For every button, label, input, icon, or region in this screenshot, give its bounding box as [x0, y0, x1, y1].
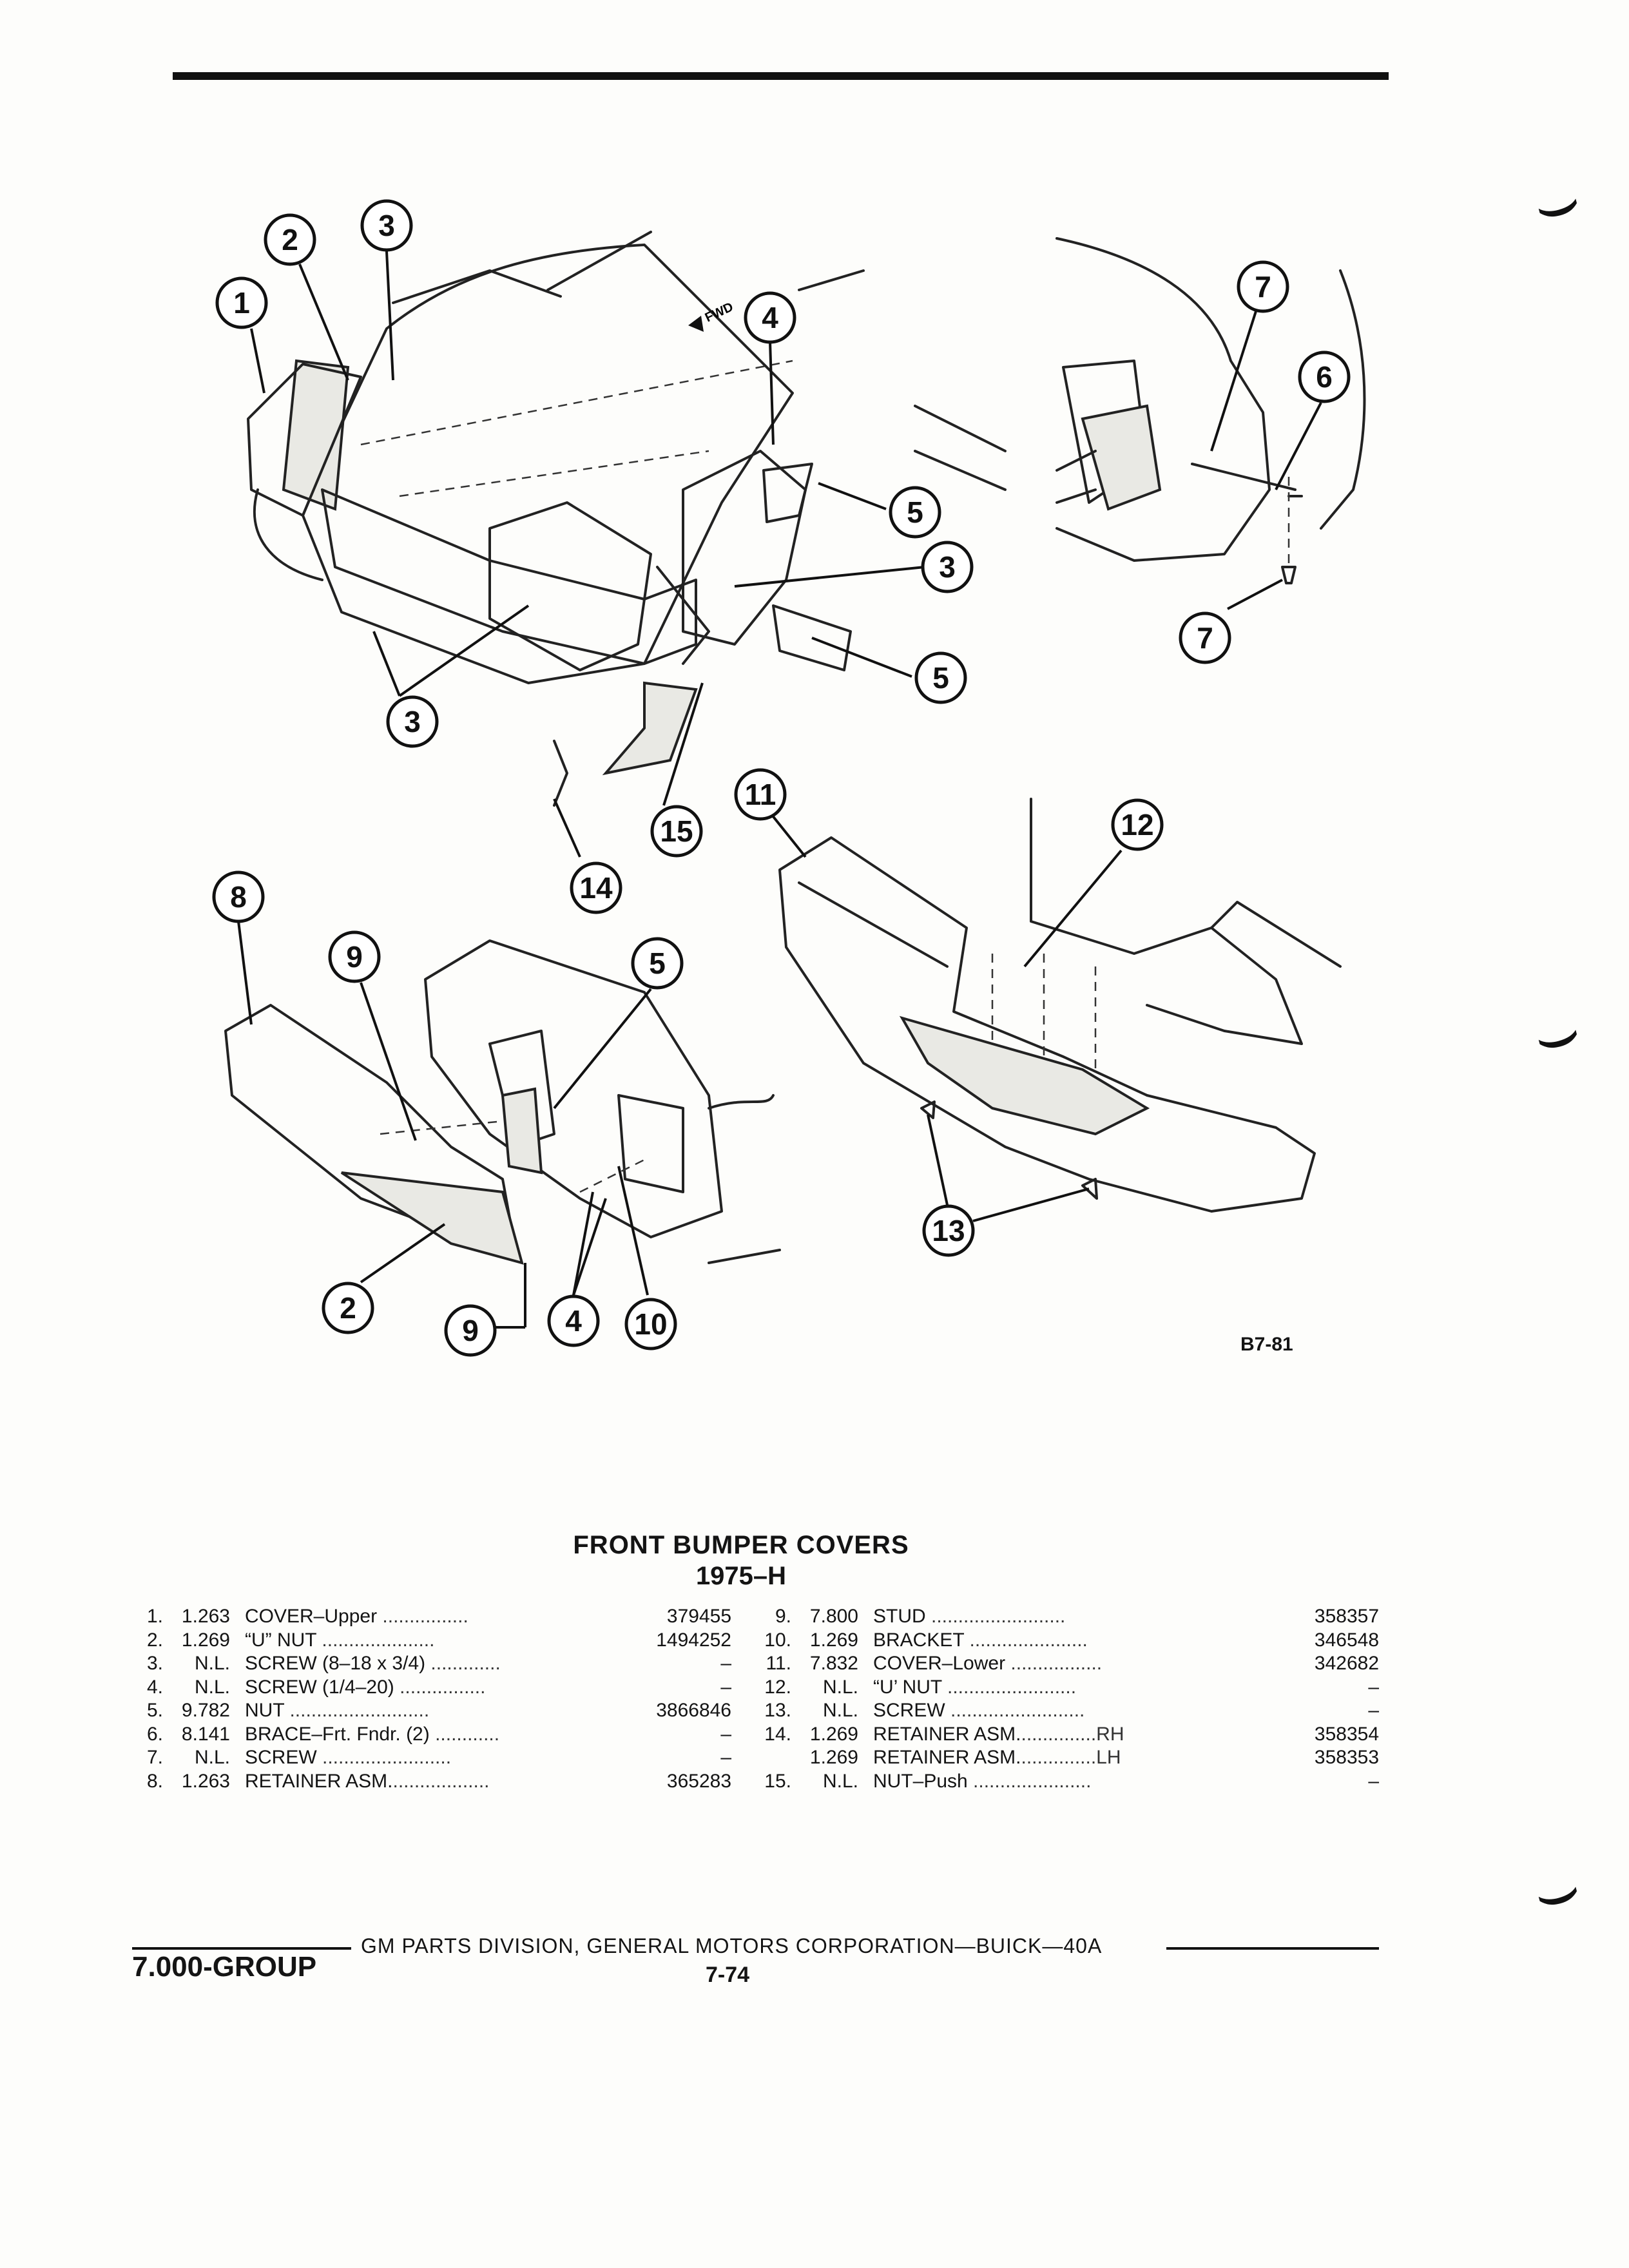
svg-text:4: 4 [565, 1304, 582, 1338]
callout-13: 13 [922, 1204, 975, 1257]
callout-12: 12 [1111, 798, 1164, 851]
svg-text:2: 2 [340, 1291, 356, 1325]
footer-text: GM PARTS DIVISION, GENERAL MOTORS CORPOR… [361, 1934, 1103, 1957]
svg-text:6: 6 [1316, 360, 1333, 394]
svg-text:8: 8 [230, 880, 247, 914]
part-row: 13.N.L.SCREW .........................– [764, 1700, 1379, 1721]
svg-text:2: 2 [282, 223, 298, 256]
callout-9: 9 [328, 930, 381, 983]
part-row: 7.N.L.SCREW ........................– [146, 1747, 731, 1768]
svg-text:5: 5 [649, 947, 666, 980]
fwd-arrow: FWD [688, 300, 735, 332]
part-row: 2.1.269“U” NUT .....................1494… [146, 1629, 731, 1651]
svg-text:4: 4 [762, 301, 778, 334]
fender-brace-view [914, 237, 1366, 584]
callout-5: 5 [631, 937, 684, 990]
callout-15: 15 [650, 805, 703, 858]
callout-3: 3 [921, 541, 974, 593]
callout-8: 8 [212, 870, 265, 923]
svg-text:7: 7 [1197, 621, 1213, 655]
top-rule [173, 72, 1389, 80]
svg-text:5: 5 [907, 495, 923, 529]
lower-cover-view [778, 798, 1342, 1213]
binder-mark: ⌣ [1523, 1844, 1590, 1937]
callout-7: 7 [1179, 611, 1231, 664]
svg-text:1: 1 [233, 286, 250, 320]
svg-text:14: 14 [579, 871, 613, 905]
callout-2: 2 [322, 1282, 374, 1334]
svg-text:13: 13 [932, 1214, 965, 1247]
svg-text:5: 5 [932, 661, 949, 695]
callout-3: 3 [360, 199, 413, 252]
footer-group: 7.000-GROUP [132, 1951, 317, 1983]
callout-5: 5 [914, 651, 967, 704]
callout-4: 4 [547, 1294, 600, 1347]
figure-id: B7-81 [1240, 1334, 1293, 1355]
callout-7: 7 [1237, 260, 1289, 313]
callout-9: 9 [444, 1304, 497, 1357]
part-row: 3.N.L.SCREW (8–18 x 3/4) .............– [146, 1653, 731, 1674]
svg-text:9: 9 [462, 1314, 479, 1347]
svg-text:3: 3 [404, 705, 421, 738]
callout-5: 5 [889, 486, 941, 539]
page-title: FRONT BUMPER COVERS [573, 1531, 909, 1559]
callout-14: 14 [570, 861, 622, 914]
part-row: 12.N.L.“U’ NUT ........................– [764, 1676, 1379, 1698]
footer-rule-left [132, 1947, 351, 1950]
svg-text:11: 11 [745, 778, 776, 811]
part-row: 4.N.L.SCREW (1/4–20) ................– [146, 1676, 731, 1698]
callout-3: 3 [386, 695, 439, 748]
exploded-parts-diagram: FWD [212, 199, 1366, 1357]
page-number: 7-74 [706, 1963, 750, 1987]
callout-1: 1 [215, 276, 268, 329]
svg-text:3: 3 [939, 550, 956, 584]
svg-text:10: 10 [634, 1307, 667, 1341]
svg-text:3: 3 [378, 209, 395, 242]
svg-text:15: 15 [660, 814, 693, 848]
callout-4: 4 [744, 291, 796, 344]
svg-text:9: 9 [346, 940, 363, 974]
callout-6: 6 [1298, 351, 1351, 403]
callout-2: 2 [264, 213, 316, 266]
callout-10: 10 [624, 1298, 677, 1350]
svg-text:12: 12 [1121, 808, 1153, 841]
callout-11: 11 [734, 768, 787, 821]
page-subtitle: 1975–H [695, 1562, 787, 1590]
retainer-assembly-view [224, 939, 781, 1265]
part-row: 15.N.L.NUT–Push ......................– [764, 1770, 1379, 1792]
footer-rule-right [1166, 1947, 1379, 1950]
svg-text:7: 7 [1255, 270, 1271, 303]
